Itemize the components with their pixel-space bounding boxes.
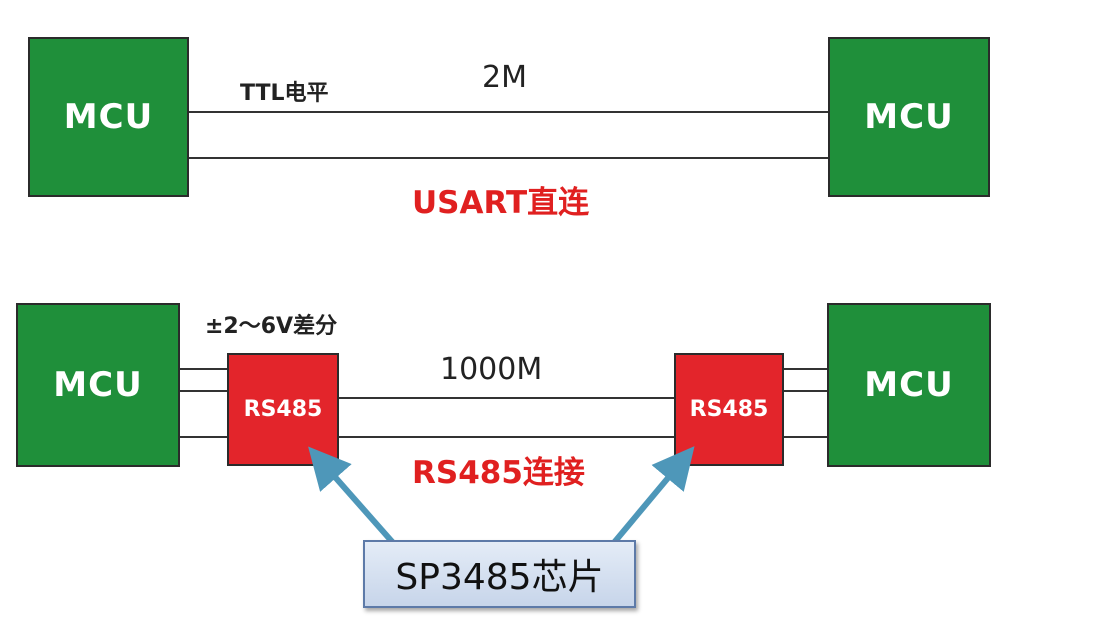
left-rs485-label: RS485 [243, 397, 323, 422]
right-rs485-box: RS485 [674, 353, 784, 466]
bottom-signal-label: ±2～6V差分 [205, 314, 338, 339]
left-mcu-link-1 [180, 368, 227, 370]
sp3485-callout-label: SP3485芯片 [395, 557, 604, 598]
bottom-speed-label: 1000M [440, 352, 543, 387]
right-mcu-link-3 [784, 436, 827, 438]
top-right-mcu-box: MCU [828, 37, 990, 197]
sp3485-callout-box: SP3485芯片 [363, 540, 636, 608]
top-left-mcu-label: MCU [63, 97, 154, 137]
top-signal-line-upper [189, 111, 828, 113]
top-right-mcu-label: MCU [864, 97, 954, 137]
top-diagram-title: USART直连 [412, 185, 590, 221]
right-arrow [609, 446, 695, 547]
right-mcu-link-1 [784, 368, 827, 370]
bottom-right-mcu-box: MCU [827, 303, 991, 467]
right-rs485-label: RS485 [689, 397, 769, 422]
left-arrow [308, 446, 398, 547]
bottom-left-mcu-box: MCU [16, 303, 180, 467]
bus-line-a [339, 397, 674, 399]
top-speed-label: 2M [482, 60, 527, 95]
right-mcu-link-2 [784, 390, 827, 392]
bus-line-b [339, 436, 674, 438]
left-mcu-link-3 [180, 436, 227, 438]
bottom-diagram-title: RS485连接 [412, 455, 585, 491]
top-signal-line-lower [189, 157, 828, 159]
top-signal-label: TTL电平 [240, 81, 329, 106]
bottom-right-mcu-label: MCU [864, 365, 954, 405]
top-left-mcu-box: MCU [28, 37, 189, 197]
left-mcu-link-2 [180, 390, 227, 392]
bottom-left-mcu-label: MCU [53, 365, 143, 405]
